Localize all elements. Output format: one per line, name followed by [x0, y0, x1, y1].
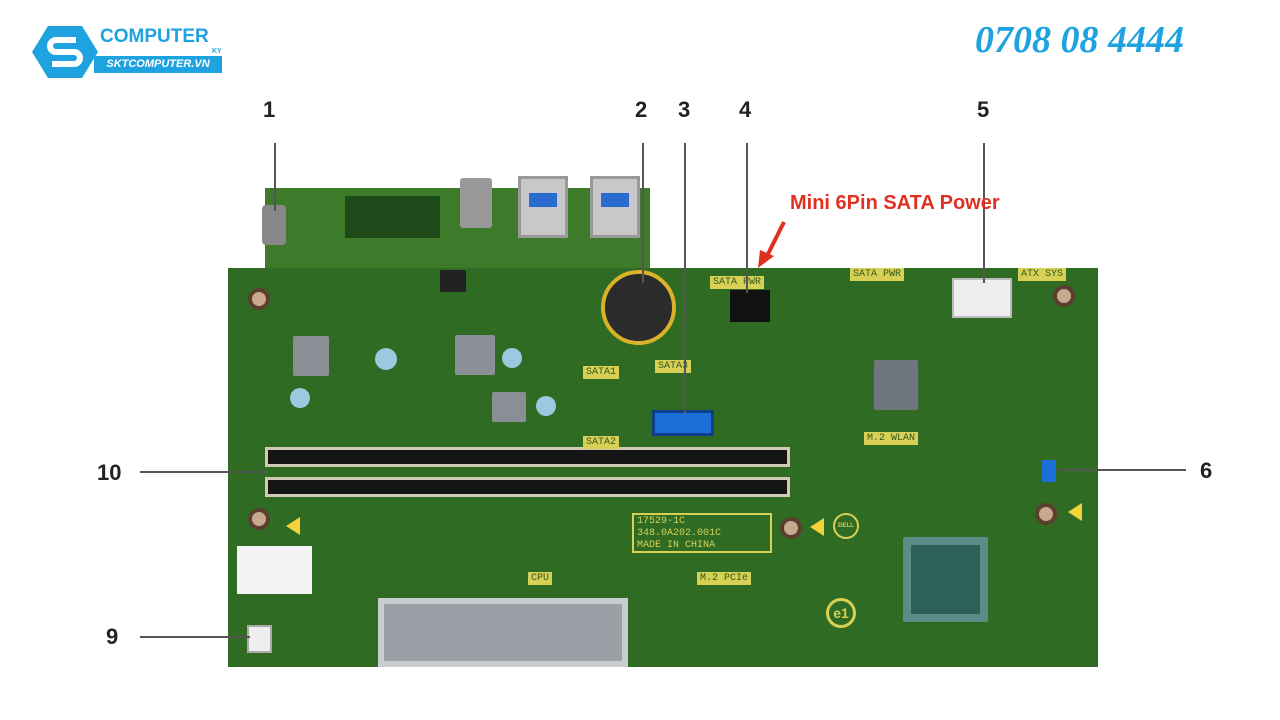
callout-10: 10	[97, 460, 122, 485]
e1-mark: e1	[826, 598, 856, 628]
dimm-slot-1	[265, 447, 790, 467]
callout-5: 5	[977, 97, 990, 122]
fan-header	[247, 625, 272, 653]
silk-m2-wlan: M.2 WLAN	[864, 432, 919, 445]
board-id-box: 17529-1C 348.0A202.001C MADE IN CHINA	[632, 513, 772, 553]
logo-site: SKTCOMPUTER.VN	[94, 56, 222, 73]
io-connector	[345, 196, 440, 238]
callout-2: 2	[635, 97, 648, 122]
logo-s-icon	[32, 26, 98, 78]
phone-number: 0708 08 4444	[975, 19, 1184, 61]
dimm-slot-2	[265, 477, 790, 497]
callout-1: 1	[263, 97, 276, 122]
annotation-arrow-icon	[758, 221, 786, 268]
chipset	[903, 537, 988, 622]
dell-logo: DELL	[833, 513, 859, 539]
part-number: 348.0A202.001C	[637, 528, 722, 539]
callout-9: 9	[106, 624, 119, 649]
silk-sata2: SATA2	[583, 436, 620, 449]
silk-cpu: CPU	[528, 572, 553, 585]
sata-power-connector	[730, 290, 770, 322]
jumper	[1042, 460, 1056, 482]
usb-port-2	[590, 176, 640, 238]
callout-6: 6	[1200, 458, 1213, 483]
atx-power-connector	[952, 278, 1012, 318]
cpu-socket	[378, 598, 628, 667]
silk-atx-sys: ATX SYS	[1018, 268, 1067, 281]
sata-port	[652, 410, 714, 436]
usb-port-1	[518, 176, 568, 238]
callout-3: 3	[678, 97, 691, 122]
label-sticker	[237, 546, 312, 594]
silk-sata-pwr-2: SATA PWR	[850, 268, 905, 281]
logo: COMPUTER KY SKTCOMPUTER.VN	[32, 24, 232, 80]
callout-4: 4	[739, 97, 752, 122]
made-in: MADE IN CHINA	[637, 540, 716, 551]
audio-jack	[262, 205, 286, 245]
silk-sata3: SATA3	[655, 360, 692, 373]
audio-port	[460, 178, 492, 228]
logo-suffix: KY	[212, 48, 222, 55]
silk-m2-pcie: M.2 PCIe	[697, 572, 752, 585]
logo-brand: COMPUTER	[100, 26, 209, 47]
annotation-text: Mini 6Pin SATA Power	[790, 192, 1000, 214]
board-id: 17529-1C	[637, 516, 686, 527]
cmos-battery	[601, 270, 676, 345]
silk-sata-pwr-1: SATA PWR	[710, 276, 765, 289]
silk-sata1: SATA1	[583, 366, 620, 379]
